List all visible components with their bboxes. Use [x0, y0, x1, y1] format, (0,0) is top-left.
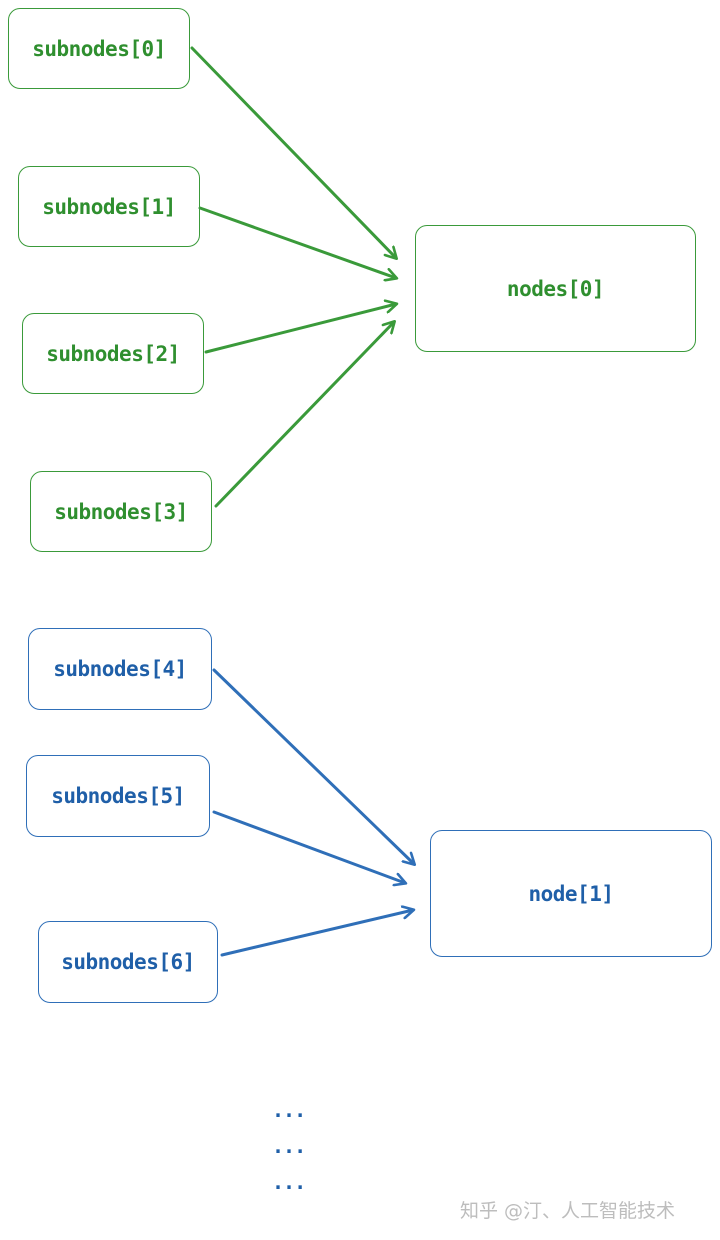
arrow-s1-to-t0 [198, 206, 396, 278]
node-label: subnodes[2] [46, 341, 180, 366]
ellipsis-2: ... [272, 1134, 306, 1158]
node-label: nodes[0] [506, 276, 605, 301]
node-label: node[1] [528, 881, 614, 906]
ellipsis-1: ... [272, 1098, 306, 1122]
source-node-subnodes-5: subnodes[5] [26, 755, 210, 837]
arrow-s3-to-t0 [214, 322, 394, 508]
source-node-subnodes-3: subnodes[3] [30, 471, 212, 552]
node-label: subnodes[3] [54, 499, 188, 524]
source-node-subnodes-6: subnodes[6] [38, 921, 218, 1003]
target-node-nodes-0: nodes[0] [415, 225, 696, 352]
arrow-s6-to-t1 [220, 910, 413, 957]
source-node-subnodes-2: subnodes[2] [22, 313, 204, 394]
node-label: subnodes[4] [53, 657, 187, 681]
source-node-subnodes-4: subnodes[4] [28, 628, 212, 710]
watermark: 知乎 @汀、人工智能技术 [460, 1200, 676, 1222]
target-node-node-1: node[1] [430, 830, 712, 957]
node-label: subnodes[1] [42, 194, 176, 219]
arrow-s5-to-t1 [212, 810, 405, 883]
arrow-s4-to-t1 [212, 668, 414, 864]
ellipsis-3: ... [272, 1170, 306, 1194]
arrow-s0-to-t0 [190, 46, 396, 258]
arrow-s2-to-t0 [204, 304, 396, 354]
source-node-subnodes-1: subnodes[1] [18, 166, 200, 247]
source-node-subnodes-0: subnodes[0] [8, 8, 190, 89]
node-label: subnodes[5] [51, 784, 185, 808]
node-label: subnodes[0] [32, 36, 166, 61]
node-label: subnodes[6] [61, 950, 195, 974]
